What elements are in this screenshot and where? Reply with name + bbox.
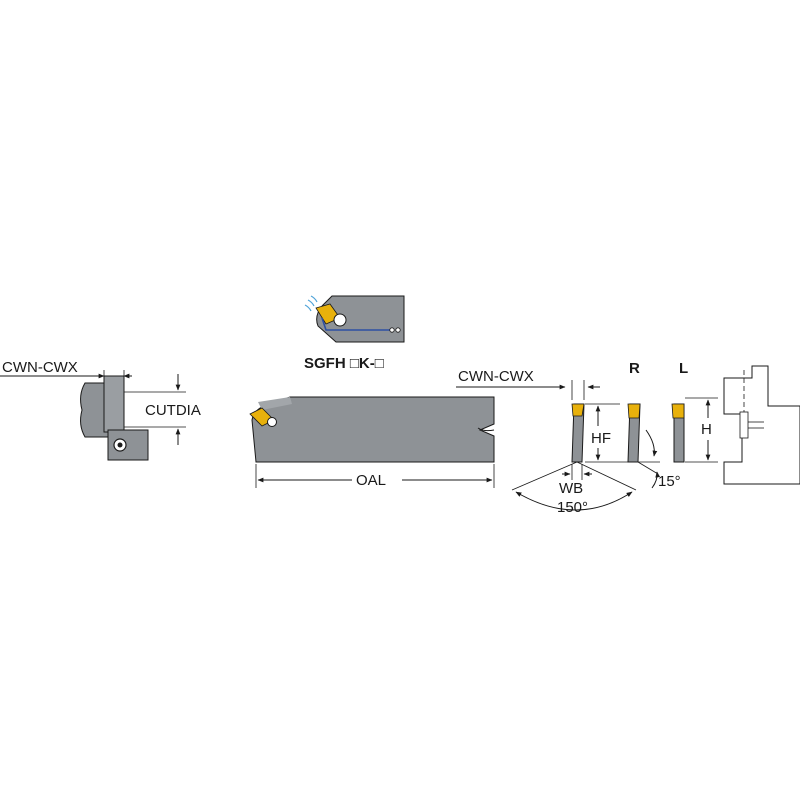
parting-tool-blade <box>103 375 125 433</box>
insert-inset: SGFH □K-□ <box>304 295 405 372</box>
angle-15-label: 15° <box>658 473 681 490</box>
coolant-spray-icon <box>304 295 318 312</box>
cross-sections: CWN-CWX R L HF H 15° WB 150° <box>456 360 718 516</box>
cwn-cwx-right-label: CWN-CWX <box>458 368 534 385</box>
sgfh-label: SGFH □K-□ <box>304 355 384 372</box>
r-label: R <box>629 360 640 377</box>
h-label: H <box>701 421 712 438</box>
l-label: L <box>679 360 688 377</box>
coolant-channel <box>321 317 390 331</box>
tool-block <box>723 365 800 485</box>
oal-label: OAL <box>356 472 386 489</box>
left-detail: CWN-CWX CUTDIA <box>0 359 201 461</box>
main-blade: OAL <box>249 396 495 489</box>
wb-label: WB <box>559 480 583 497</box>
cwn-cwx-left-label: CWN-CWX <box>2 359 78 376</box>
cutdia-label: CUTDIA <box>145 402 201 419</box>
hf-label: HF <box>591 430 611 447</box>
angle-150-label: 150° <box>557 499 588 516</box>
